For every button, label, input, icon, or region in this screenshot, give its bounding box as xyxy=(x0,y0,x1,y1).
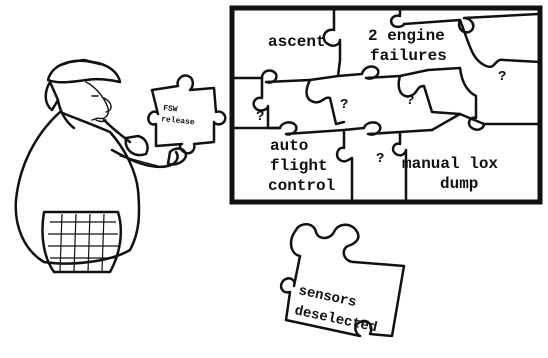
held-piece-label-line1: FSW xyxy=(163,104,178,114)
piece-label-manual-line2: dump xyxy=(440,175,478,193)
piece-label-q-bottom: ? xyxy=(376,151,384,167)
piece-label-auto-line2: flight xyxy=(270,157,328,175)
held-piece-label-line2: release xyxy=(161,115,196,127)
loose-puzzle-piece: sensors deselected xyxy=(279,223,406,338)
piece-cut-lines xyxy=(232,6,542,202)
held-puzzle-piece: FSW release xyxy=(147,74,227,155)
piece-label-manual-line1: manual lox xyxy=(402,155,498,173)
piece-label-q-left: ? xyxy=(256,109,264,125)
frame-border xyxy=(229,5,543,205)
piece-label-engine-line1: 2 engine xyxy=(368,27,445,45)
piece-label-engine-line2: failures xyxy=(370,47,447,65)
piece-label-q-center-left: ? xyxy=(340,97,348,113)
detective-icon xyxy=(14,58,188,274)
piece-label-auto-line3: control xyxy=(268,177,335,195)
piece-label-q-center-right: ? xyxy=(406,93,414,109)
puzzle-frame: ascent 2 engine failures ? ? ? ? auto fl… xyxy=(229,5,543,205)
piece-label-q-right: ? xyxy=(498,69,506,85)
piece-label-ascent: ascent xyxy=(268,33,326,51)
piece-label-auto-line1: auto xyxy=(270,137,308,155)
